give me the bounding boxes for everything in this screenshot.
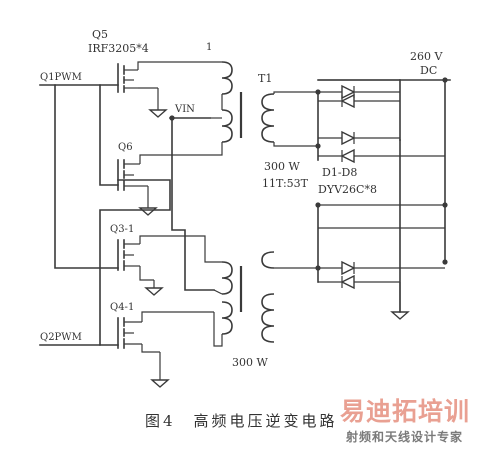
secondary-winding-top [261,91,318,147]
ground-symbol-q5 [148,88,168,118]
figure-caption: 图4 高频电压逆变电路 [145,412,338,430]
ground-symbol-q3 [144,280,164,296]
label-diodes: D1-D8 [322,166,357,179]
diode-row-5 [318,202,448,229]
diode-row-1 [318,79,400,100]
label-dc-voltage: 260 V [410,50,443,63]
label-q4: Q4-1 [110,302,134,313]
watermark-subtitle: 射频和天线设计专家 [346,430,464,444]
label-tap-1: 1 [206,42,212,53]
q6-gate-wire [99,84,119,186]
label-dc: DC [420,64,437,77]
watermark-logo-text: 易迪拓培训 [340,397,471,426]
ground-symbol-output [390,282,410,320]
ground-symbol-q4 [150,352,170,388]
diode-row-4 [318,148,445,164]
diode-row-7 [318,274,400,290]
diode-row-2 [318,93,400,109]
mosfet-q6 [117,154,182,191]
mosfet-q4 [117,311,214,353]
label-q3: Q3-1 [110,224,134,235]
label-q5-part: IRF3205*4 [88,42,149,55]
label-q1pwm: Q1PWM [40,72,82,83]
primary-winding-bottom [172,235,233,347]
label-t1: T1 [258,72,272,85]
label-q6: Q6 [118,142,133,153]
q2-to-q6-wire [99,179,171,346]
label-power-top: 300 W [264,160,300,173]
primary-winding-top [182,61,233,156]
label-ratio: 11T:53T [262,177,309,190]
label-q2pwm: Q2PWM [40,332,82,343]
label-vin: VIN [174,104,195,115]
ground-symbol-q6 [138,186,158,216]
vin-down-wire [171,117,215,291]
secondary-winding-bottom [261,251,318,343]
label-diode-part: DYV26C*8 [318,183,377,196]
mosfet-q5 [117,61,205,93]
label-power-bottom: 300 W [232,356,268,369]
q3-gate-wire [54,84,119,269]
diode-row-6 [318,259,448,276]
label-q5: Q5 [92,28,108,41]
mosfet-q3 [117,235,172,281]
diode-row-3 [318,130,400,146]
